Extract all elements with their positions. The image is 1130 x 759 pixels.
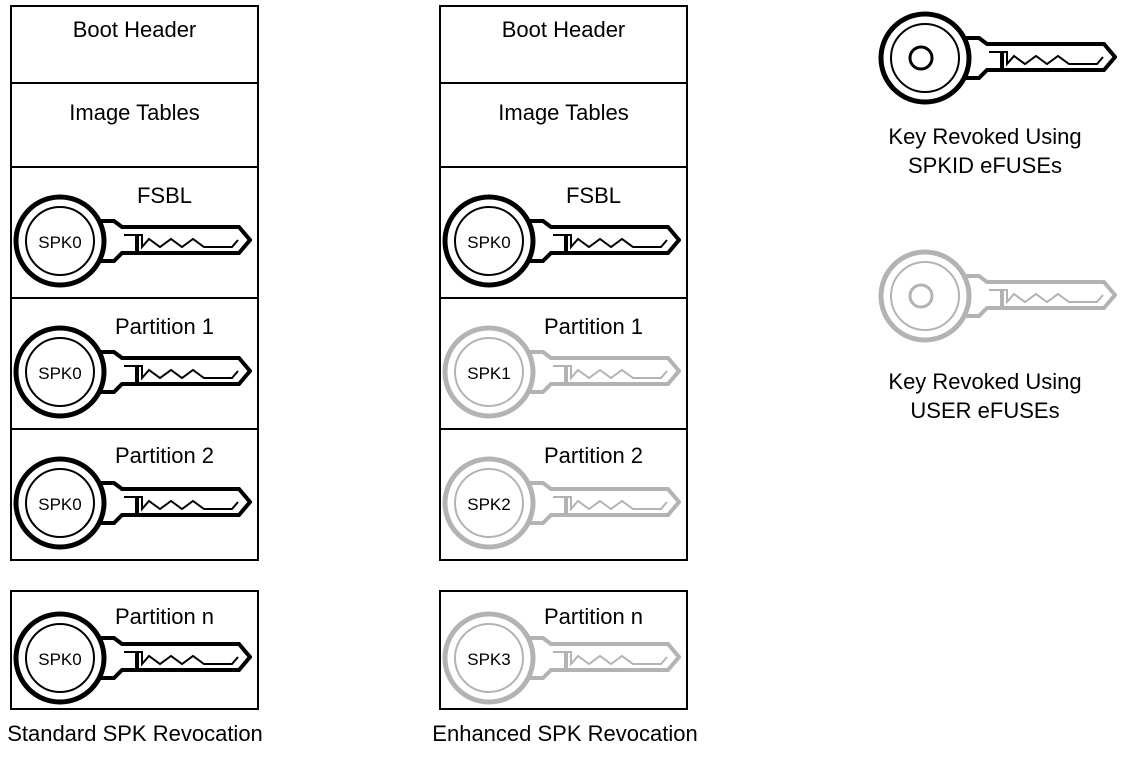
spk-key-icon: SPK0 xyxy=(13,456,252,550)
key-label: SPK2 xyxy=(467,495,510,514)
cell-label: Partition n xyxy=(543,604,644,629)
divider xyxy=(10,82,259,84)
spk-key-icon: SPK0 xyxy=(13,194,252,288)
cell-label: Boot Header xyxy=(501,17,626,42)
cell-label: FSBL xyxy=(565,183,622,208)
partition-2-cell: Partition 2 SPK2 xyxy=(439,429,688,561)
legend-line: Key Revoked Using xyxy=(888,124,1082,149)
cell-label: Image Tables xyxy=(498,100,629,125)
divider xyxy=(10,297,259,299)
key-icon xyxy=(878,249,1117,343)
divider xyxy=(10,428,259,430)
divider xyxy=(10,166,259,168)
boot-header-cell: Boot Header xyxy=(439,5,688,83)
legend-line: Key Revoked Using xyxy=(888,369,1082,394)
image-tables-cell: Image Tables xyxy=(10,83,259,167)
legend-caption-user: Key Revoked Using USER eFUSEs xyxy=(840,367,1130,425)
cell-label: Partition 1 xyxy=(114,314,215,339)
enhanced-caption: Enhanced SPK Revocation xyxy=(432,721,698,746)
legend-line: USER eFUSEs xyxy=(910,398,1060,423)
cell-label: Partition 2 xyxy=(543,443,644,468)
divider xyxy=(439,82,688,84)
cell-label: Boot Header xyxy=(72,17,197,42)
key-label: SPK0 xyxy=(38,650,81,669)
divider xyxy=(439,297,688,299)
partition-2-cell: Partition 2 SPK0 xyxy=(10,429,259,561)
spk-key-icon: SPK2 xyxy=(442,456,681,550)
key-label: SPK0 xyxy=(38,364,81,383)
cell-label: Partition 1 xyxy=(543,314,644,339)
cell-label: Partition n xyxy=(114,604,215,629)
key-label: SPK0 xyxy=(467,233,510,252)
cell-label: Image Tables xyxy=(69,100,200,125)
standard-caption: Standard SPK Revocation xyxy=(7,721,263,746)
key-label: SPK1 xyxy=(467,364,510,383)
key-label: SPK3 xyxy=(467,650,510,669)
partition-1-cell: Partition 1 SPK0 xyxy=(10,298,259,429)
partition-n-cell: Partition n SPK3 xyxy=(439,590,688,710)
image-tables-cell: Image Tables xyxy=(439,83,688,167)
key-label: SPK0 xyxy=(38,233,81,252)
spk-key-icon: SPK0 xyxy=(13,611,252,705)
cell-label: FSBL xyxy=(136,183,193,208)
partition-1-cell: Partition 1 SPK1 xyxy=(439,298,688,429)
fsbl-cell: FSBL SPK0 xyxy=(439,167,688,298)
fsbl-cell: FSBL SPK0 xyxy=(10,167,259,298)
legend-line: SPKID eFUSEs xyxy=(907,153,1063,178)
cell-label: Partition 2 xyxy=(114,443,215,468)
partition-n-cell: Partition n SPK0 xyxy=(10,590,259,710)
boot-header-cell: Boot Header xyxy=(10,5,259,83)
legend-caption-spkid: Key Revoked Using SPKID eFUSEs xyxy=(840,122,1130,180)
spk-key-icon: SPK0 xyxy=(442,194,681,288)
key-label: SPK0 xyxy=(38,495,81,514)
spk-key-icon: SPK3 xyxy=(442,611,681,705)
divider xyxy=(439,166,688,168)
spk-key-icon: SPK0 xyxy=(13,325,252,419)
key-icon xyxy=(878,11,1117,105)
spk-key-icon: SPK1 xyxy=(442,325,681,419)
divider xyxy=(439,428,688,430)
